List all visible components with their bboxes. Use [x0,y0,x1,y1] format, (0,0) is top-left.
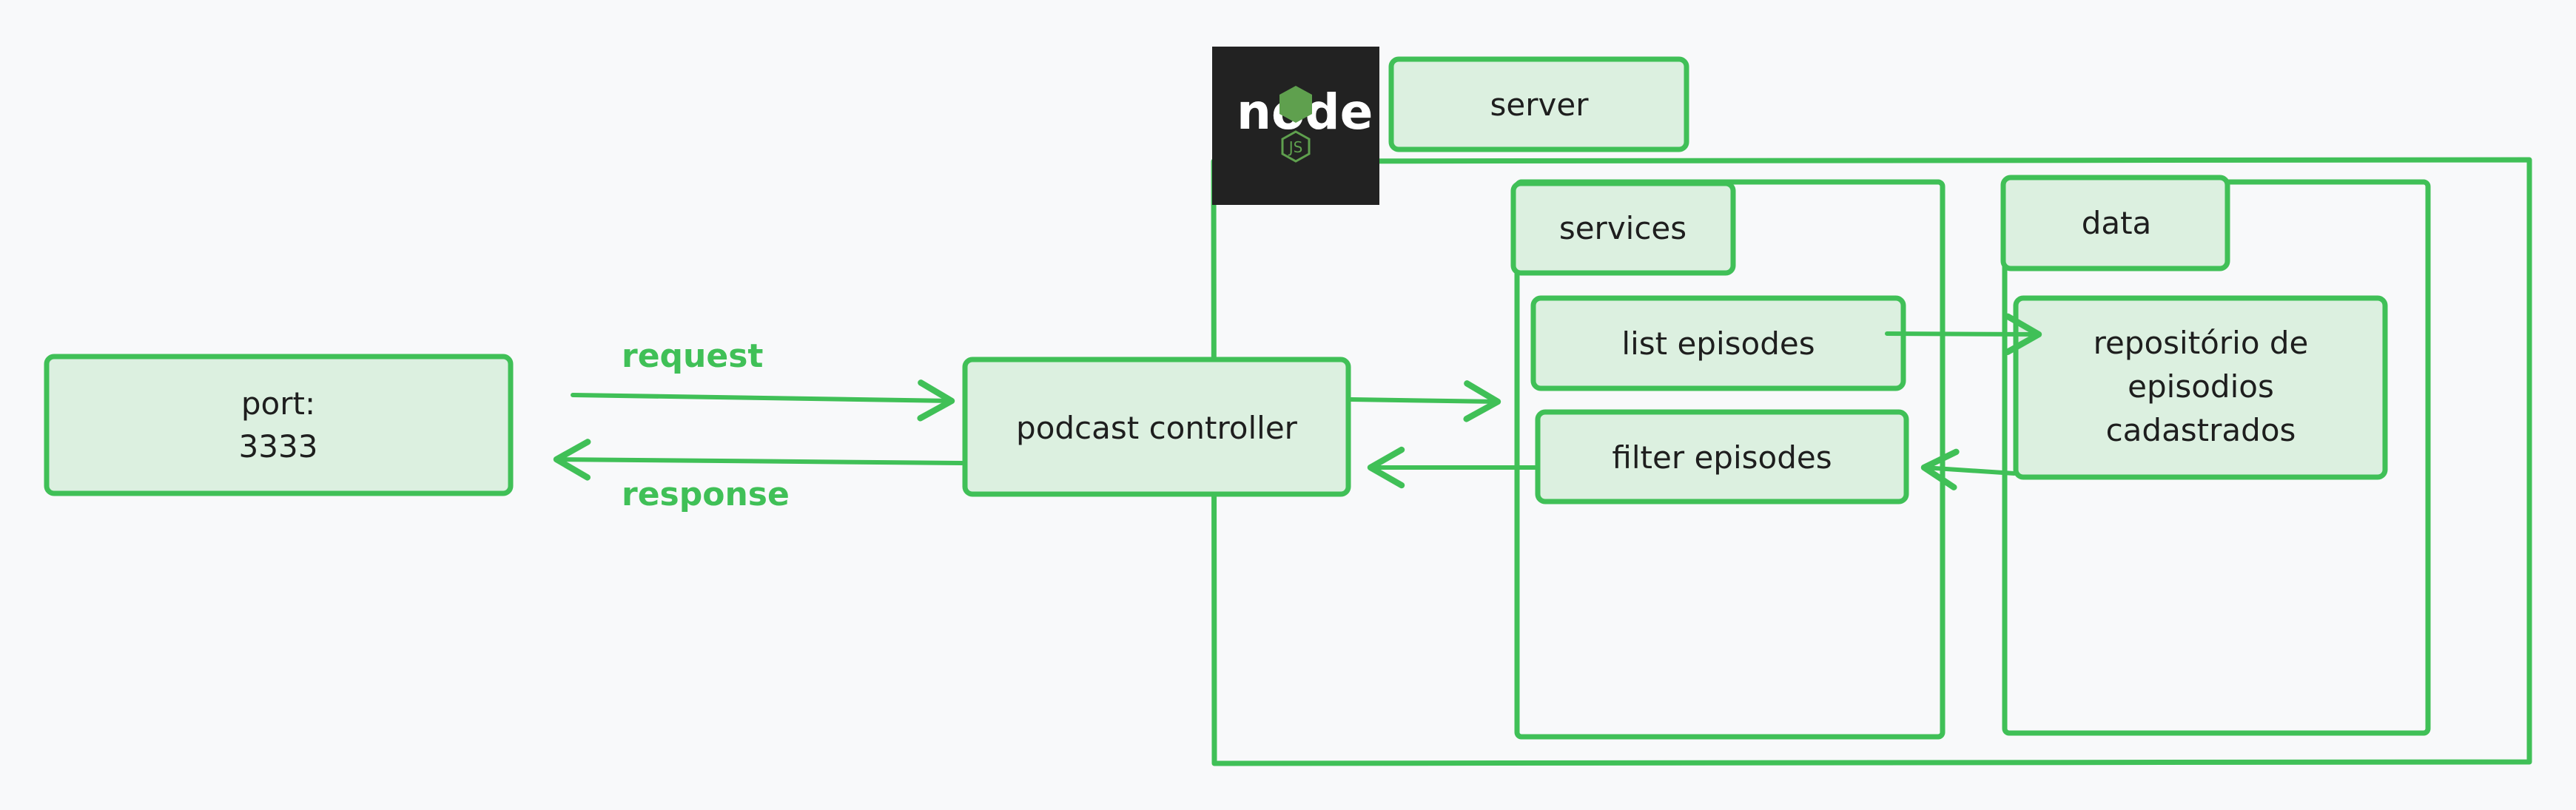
edges [553,313,2042,490]
services-box[interactable]: services [1510,180,1736,276]
filter-episodes-label: filter episodes [1612,439,1832,476]
request-label: request [622,337,763,375]
server-box[interactable]: server [1388,56,1689,152]
filter-episodes-box[interactable]: filter episodes [1535,409,1909,504]
services-label: services [1559,210,1686,246]
repository-label-line2: episodios [2128,368,2274,405]
server-container [1211,157,2532,766]
podcast-controller-label: podcast controller [1016,410,1298,446]
list-episodes-box[interactable]: list episodes [1530,295,1906,391]
list-episodes-label: list episodes [1621,325,1815,362]
data-box[interactable]: data [2000,175,2230,271]
response-label: response [622,476,790,513]
data-label: data [2082,205,2152,241]
podcast-controller-box[interactable]: podcast controller [962,357,1351,497]
request-arrow [571,379,955,422]
js-badge: JS [1288,138,1303,156]
controller-to-services-arrow [1349,380,1501,422]
repository-label-line1: repositório de [2094,325,2309,361]
port-box[interactable]: port: 3333 [44,354,514,496]
server-label: server [1490,87,1590,123]
port-label: port: [241,385,315,422]
repository-to-filter-arrow [1920,448,2017,490]
repository-box[interactable]: repositório de episodios cadastrados [2013,295,2388,480]
repository-label-line3: cadastrados [2106,412,2296,448]
nodejs-logo-icon: node JS [1212,47,1379,205]
response-arrow [553,439,964,481]
port-number: 3333 [239,428,318,465]
